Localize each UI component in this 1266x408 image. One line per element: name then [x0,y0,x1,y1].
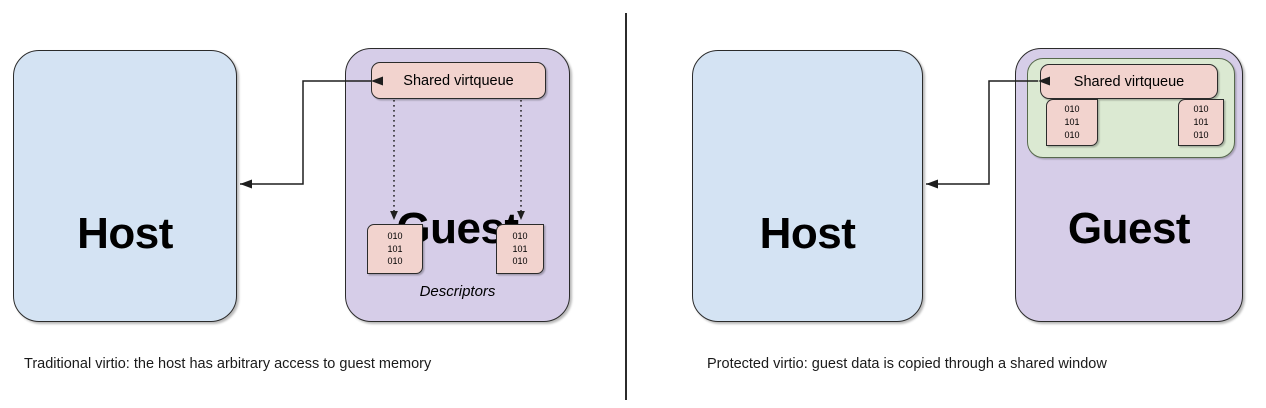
descriptor-line: 010 [1193,104,1209,115]
descriptor-line: 010 [512,256,528,267]
descriptors-caption-traditional: Descriptors [419,283,496,300]
host-label-traditional: Host [77,209,173,258]
panel-divider [625,13,627,400]
descriptor-box-protected-1[interactable]: 010 101 010 [1178,99,1224,146]
descriptor-box-protected-0[interactable]: 010 101 010 [1046,99,1098,146]
caption-protected: Protected virtio: guest data is copied t… [707,356,1107,372]
descriptor-line: 010 [1064,129,1080,140]
host-box-traditional: Host [13,50,237,322]
descriptor-line: 010 [512,230,528,241]
descriptor-line: 101 [1193,117,1209,128]
descriptor-line: 101 [387,243,403,254]
descriptor-line: 010 [1193,129,1209,140]
descriptor-line: 010 [387,256,403,267]
host-label-protected: Host [759,209,856,258]
host-box-protected: Host [692,50,923,322]
descriptor-line: 101 [512,243,528,254]
descriptor-line: 010 [1064,104,1080,115]
descriptor-line: 010 [387,230,403,241]
guest-label-protected: Guest [1067,204,1191,253]
descriptor-line: 101 [1064,117,1080,128]
caption-traditional: Traditional virtio: the host has arbitra… [24,356,432,372]
descriptor-box-traditional-1[interactable]: 010 101 010 [496,224,544,274]
descriptor-box-traditional-0[interactable]: 010 101 010 [367,224,423,274]
shared-virtqueue-traditional[interactable]: Shared virtqueue [371,62,546,99]
shared-virtqueue-protected[interactable]: Shared virtqueue [1040,64,1218,99]
